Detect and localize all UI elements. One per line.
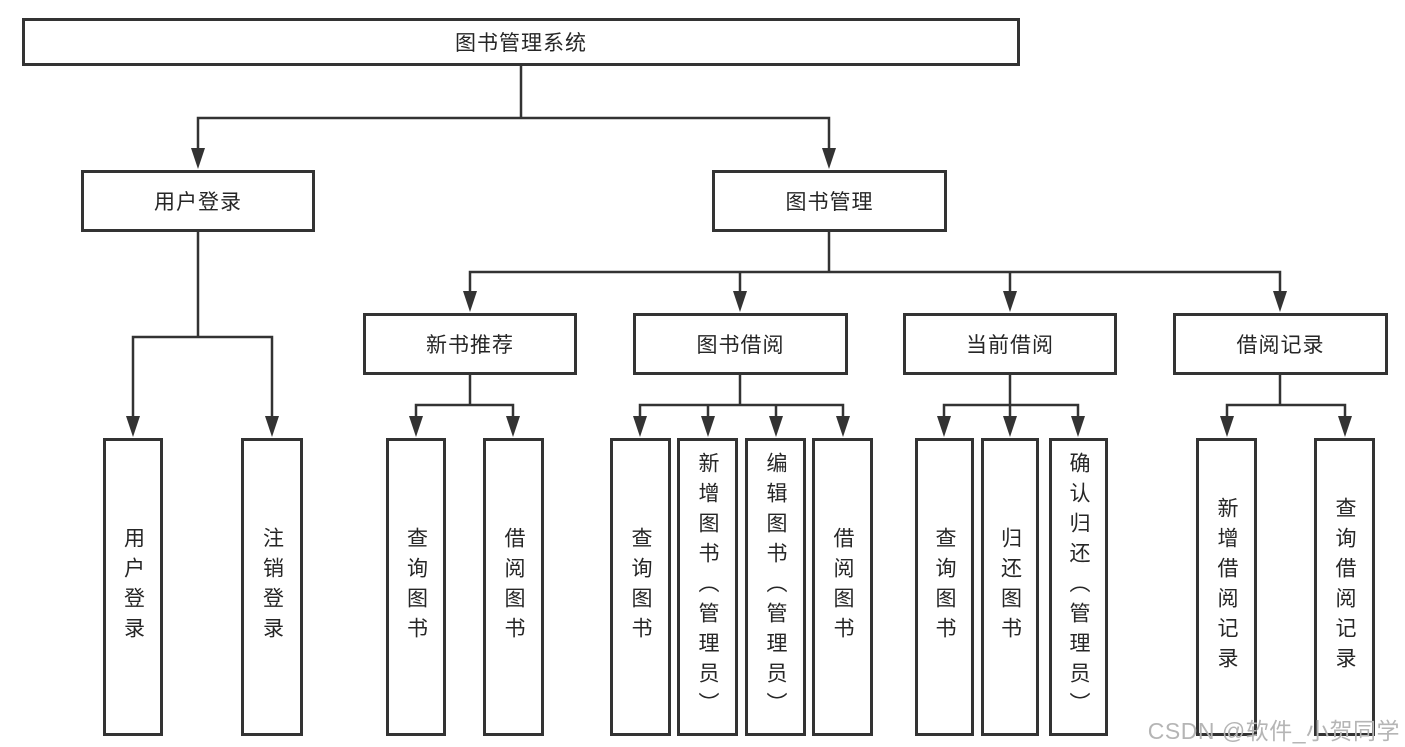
leaf-query-books-borrowing-label: 查询图书 [629, 527, 653, 647]
leaf-query-borrow-record: 查询借阅记录 [1314, 438, 1375, 736]
node-book-borrowing-label: 图书借阅 [696, 334, 785, 357]
node-user-login: 用户登录 [81, 170, 315, 232]
node-current-borrowing: 当前借阅 [903, 313, 1117, 375]
leaf-logout-login: 注销登录 [241, 438, 303, 736]
leaf-edit-book-admin: 编辑图书（管理员） [745, 438, 806, 736]
leaf-confirm-return-admin-label: 确认归还（管理员） [1067, 452, 1091, 722]
node-current-borrowing-label: 当前借阅 [966, 334, 1054, 357]
root-node-library-management-system: 图书管理系统 [22, 18, 1020, 66]
node-new-book-recommend: 新书推荐 [363, 313, 577, 375]
leaf-edit-book-admin-label: 编辑图书（管理员） [764, 452, 788, 722]
node-borrowing-records-label: 借阅记录 [1236, 334, 1325, 357]
leaf-borrow-books-recommend-label: 借阅图书 [502, 527, 526, 647]
leaf-borrow-books: 借阅图书 [812, 438, 873, 736]
arrowheads [126, 148, 1352, 437]
node-new-book-recommend-label: 新书推荐 [426, 334, 514, 357]
leaf-add-book-admin: 新增图书（管理员） [677, 438, 738, 736]
leaf-user-login-label: 用户登录 [121, 527, 145, 647]
leaf-user-login: 用户登录 [103, 438, 163, 736]
node-book-management-label: 图书管理 [785, 191, 874, 214]
leaf-borrow-books-recommend: 借阅图书 [483, 438, 544, 736]
leaf-return-books: 归还图书 [981, 438, 1039, 736]
node-user-login-label: 用户登录 [154, 191, 242, 214]
leaf-query-books-recommend-label: 查询图书 [404, 527, 428, 647]
node-borrowing-records: 借阅记录 [1173, 313, 1388, 375]
leaf-query-books-borrowing: 查询图书 [610, 438, 671, 736]
leaf-logout-login-label: 注销登录 [260, 527, 284, 647]
node-book-management: 图书管理 [712, 170, 947, 232]
leaf-add-borrow-record-label: 新增借阅记录 [1215, 497, 1239, 677]
leaf-confirm-return-admin: 确认归还（管理员） [1049, 438, 1108, 736]
node-book-borrowing: 图书借阅 [633, 313, 848, 375]
leaf-add-borrow-record: 新增借阅记录 [1196, 438, 1257, 736]
leaf-query-books-current: 查询图书 [915, 438, 974, 736]
leaf-return-books-label: 归还图书 [998, 527, 1022, 647]
leaf-add-book-admin-label: 新增图书（管理员） [696, 452, 720, 722]
leaf-query-borrow-record-label: 查询借阅记录 [1333, 497, 1357, 677]
leaf-query-books-current-label: 查询图书 [933, 527, 957, 647]
leaf-borrow-books-label: 借阅图书 [831, 527, 855, 647]
leaf-query-books-recommend: 查询图书 [386, 438, 446, 736]
root-node-label: 图书管理系统 [455, 32, 587, 55]
